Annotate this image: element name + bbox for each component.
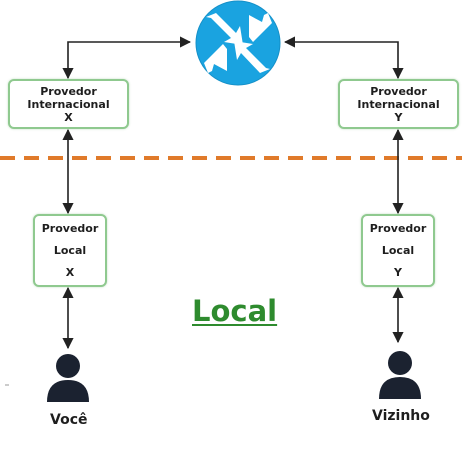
node-label-line1: Provedor: [369, 221, 427, 235]
connector-router-intl-x: [62, 36, 192, 80]
connector-router-intl-y: [283, 36, 404, 80]
node-label-line1: Provedor: [370, 84, 427, 98]
provedor-internacional-x-node: Provedor Internacional X: [8, 79, 129, 129]
node-label-line2: Local: [381, 243, 415, 257]
provedor-local-y-node: Provedor Local Y: [361, 214, 435, 287]
region-label-local: Local: [192, 294, 278, 328]
provedor-local-x-node: Provedor Local X: [33, 214, 107, 287]
node-label-line3: Y: [394, 265, 402, 279]
node-label-line1: Provedor: [41, 221, 99, 235]
person-icon: [379, 351, 421, 399]
person-name-vizinho: Vizinho: [372, 408, 430, 424]
router-icon: [195, 0, 281, 86]
node-label-line3: X: [65, 265, 75, 279]
person-name-voce: Você: [50, 412, 88, 428]
node-label-line1: Provedor: [40, 84, 97, 98]
provedor-internacional-y-node: Provedor Internacional Y: [338, 79, 459, 129]
node-label-line3: X: [64, 110, 73, 124]
node-label-line2: Local: [53, 243, 87, 257]
node-label-line2: Internacional: [27, 97, 110, 111]
node-label-line3: Y: [394, 110, 403, 124]
node-label-line2: Internacional: [357, 97, 440, 111]
person-icon: [47, 354, 89, 402]
